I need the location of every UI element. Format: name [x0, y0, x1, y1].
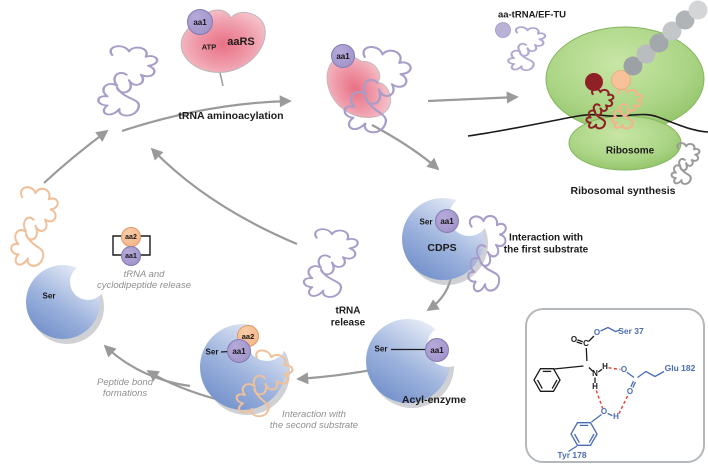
- ribosome-graphic: [467, 0, 708, 185]
- ser-label-free: Ser: [42, 291, 56, 301]
- amine-h1-atom: H: [602, 362, 608, 371]
- arrow-to-cdps: [371, 124, 440, 171]
- aminoacylation-label: tRNA aminoacylation: [178, 110, 284, 122]
- cdps-label: CDPS: [427, 242, 457, 254]
- arrow-peptide-bond-1: [103, 344, 191, 388]
- aa1-circle-second: aa1: [227, 339, 251, 363]
- free-cdps-enzyme: [26, 264, 106, 344]
- cyclodipeptide-bracket: [112, 235, 151, 256]
- glu-o1-atom: O: [620, 365, 628, 374]
- ser-label-second: Ser: [205, 347, 219, 357]
- aa1-circle-acyl: aa1: [425, 338, 449, 362]
- arrow-to-ribosome: [427, 91, 519, 104]
- atp-label: ATP: [201, 42, 217, 52]
- tyr-o-atom: O: [600, 407, 608, 416]
- glu182-label: Glu 182: [664, 363, 696, 373]
- aa1-circle-complex: aa1: [331, 44, 355, 68]
- carbonyl-o-atom: O: [570, 335, 578, 344]
- ser-label-acyl: Ser: [374, 344, 388, 354]
- second-substrate-label: Interaction with the second substrate: [269, 409, 359, 431]
- trna-released-center: [302, 228, 359, 299]
- first-substrate-label: Interaction with the first substrate: [503, 232, 589, 256]
- ser37-label: Ser 37: [618, 326, 644, 336]
- active-site-inset: O C O N H H O O O H Ser 37 Glu 182 Tyr 1…: [525, 308, 705, 463]
- arrow-aminoacylation: [121, 95, 292, 133]
- aa1-circle-cyclodipeptide: aa1: [121, 246, 141, 266]
- peptide-bonds-label: Peptide bond formations: [97, 377, 153, 399]
- aa1-circle-aars: aa1: [187, 9, 213, 35]
- active-site-structure: [533, 326, 665, 453]
- ser-label-cdps: Ser: [419, 217, 433, 227]
- substrate-bonds: [533, 335, 603, 392]
- product-release-label: tRNA and cyclodipeptide release: [96, 269, 192, 291]
- hydrogen-bonds: [595, 367, 629, 414]
- aars-label: aaRS: [227, 36, 255, 48]
- acyl-enzyme-label: Acyl-enzyme: [401, 394, 467, 406]
- arrow-trna-recycle: [150, 147, 298, 246]
- ef-tu-amino-acid: [495, 22, 511, 38]
- cdps-enzyme: [402, 196, 489, 285]
- trna-free-purple-top: [97, 44, 159, 117]
- trna-free-peach-left: [10, 186, 59, 267]
- carbonyl-c-atom: C: [583, 339, 589, 348]
- aa1-circle-cdps: aa1: [435, 209, 459, 233]
- ef-tu-trna: [507, 25, 547, 72]
- ef-tu-label: aa-tRNA/EF-TU: [497, 9, 567, 21]
- ribosome-label: Ribosome: [605, 145, 655, 157]
- amine-n-atom: N: [592, 369, 598, 378]
- amino-acid-darkred: [585, 73, 603, 91]
- ester-o-atom: O: [593, 328, 601, 337]
- amino-acid-peach: [611, 70, 631, 90]
- mrna-line: [467, 113, 708, 137]
- tyr-h-atom: H: [613, 412, 619, 421]
- ribosome-small-subunit: [568, 115, 682, 171]
- tyr178-label: Tyr 178: [557, 450, 587, 460]
- aa2-circle-cyclodipeptide: aa2: [121, 227, 141, 247]
- residue-bonds: [568, 326, 665, 453]
- amine-h2-atom: H: [592, 382, 598, 391]
- arrow-trna-return: [43, 129, 109, 184]
- polypeptide-chain: [623, 0, 708, 76]
- trna-release-label: tRNA release: [330, 305, 366, 329]
- ribosomal-synthesis-label: Ribosomal synthesis: [570, 185, 676, 197]
- ef-tu-complex: [495, 22, 547, 72]
- glu-o2-atom: O: [626, 387, 634, 396]
